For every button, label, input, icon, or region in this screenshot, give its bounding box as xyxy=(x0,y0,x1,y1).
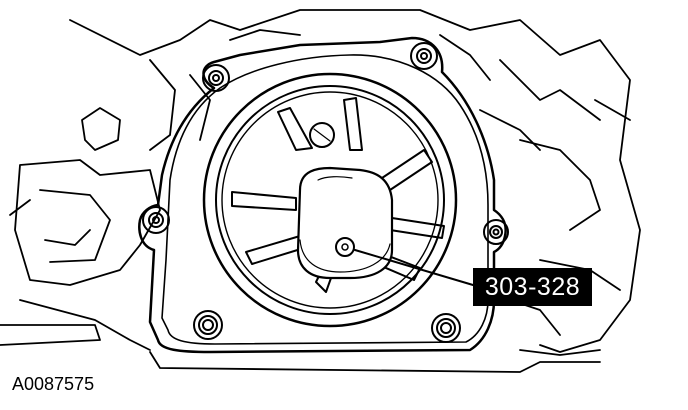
callout-leader-line xyxy=(354,249,474,286)
bolt-boss-bottom-right xyxy=(431,313,461,343)
bolt-bosses xyxy=(142,42,509,343)
seal-retainer-plate xyxy=(138,36,507,354)
crank-flange-hole xyxy=(309,122,335,148)
rear-main-seal xyxy=(202,72,458,328)
bolt-boss-top-left xyxy=(202,64,230,92)
bolt-boss-left xyxy=(142,206,170,234)
installer-hub xyxy=(296,166,394,280)
figure-id-label: A0087575 xyxy=(12,374,95,394)
bolt-boss-bottom-left xyxy=(193,310,223,340)
bolt-boss-top-right xyxy=(410,42,438,70)
bolt-boss-right xyxy=(483,219,509,245)
seal-retainer-inner-edge xyxy=(161,54,489,345)
lower-bracket xyxy=(149,351,601,373)
tool-number-callout: 303-328 xyxy=(473,268,592,306)
